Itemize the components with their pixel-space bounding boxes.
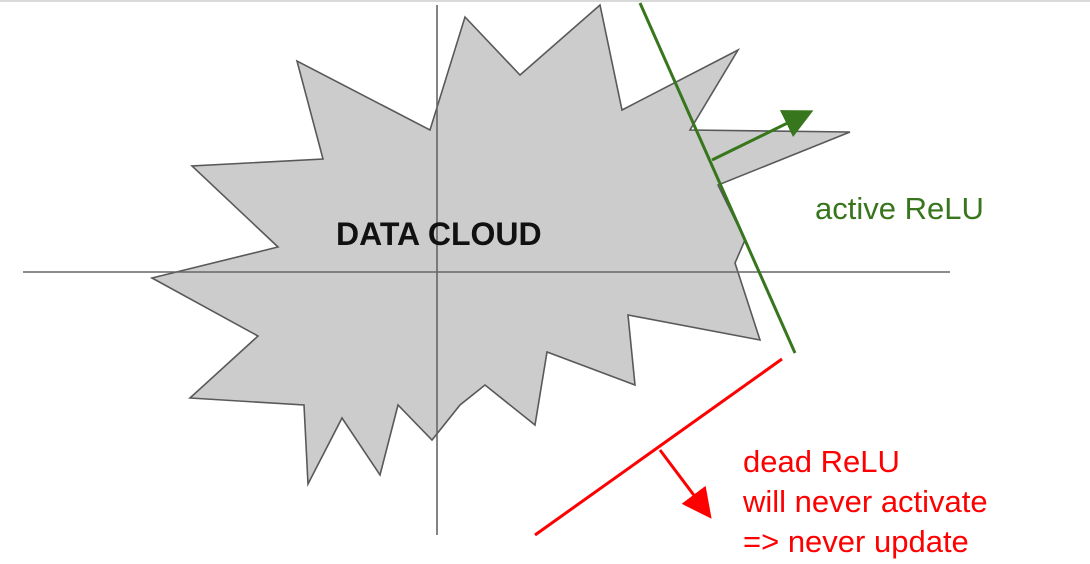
dead-relu-line-3: => never update bbox=[743, 524, 969, 559]
dead-relu-line-2: will never activate bbox=[743, 484, 988, 519]
data-cloud-shape bbox=[149, 3, 851, 488]
dead-relu-line-1: dead ReLU bbox=[743, 444, 900, 479]
top-border bbox=[0, 0, 1090, 2]
dead-relu-label-block: dead ReLU will never activate => never u… bbox=[743, 442, 988, 562]
dead-relu-line bbox=[534, 357, 783, 537]
active-relu-label: active ReLU bbox=[815, 191, 984, 226]
dead-relu-arrow bbox=[658, 449, 712, 519]
active-relu-arrow bbox=[711, 110, 814, 162]
data-cloud-label: DATA CLOUD bbox=[336, 216, 542, 252]
active-relu-line bbox=[638, 2, 797, 354]
